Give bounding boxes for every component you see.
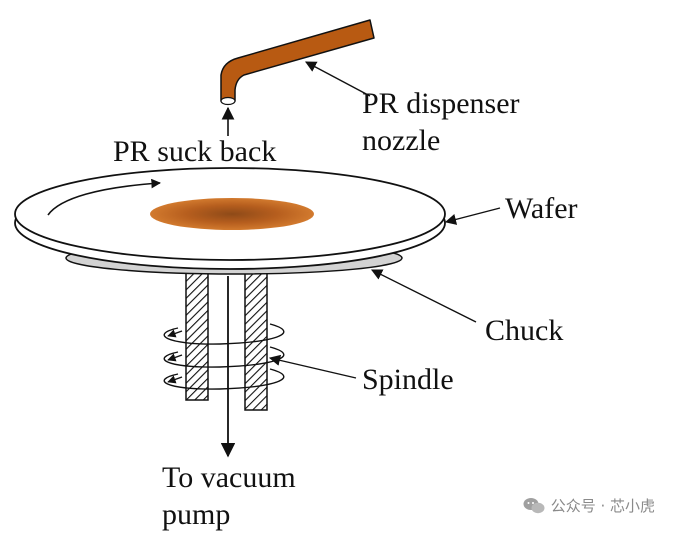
rotation-arrow-2 — [167, 353, 183, 362]
photoresist-puddle — [150, 198, 314, 230]
watermark-text: 公众号 · 芯小虎 — [550, 497, 655, 515]
wechat-icon — [523, 497, 545, 513]
spindle — [163, 271, 285, 411]
vacuum-label-line1: To vacuum — [162, 461, 296, 494]
spindle-rotation-loop-2 — [163, 346, 285, 368]
nozzle-leader — [305, 61, 371, 97]
spindle-rotation-loop-1 — [163, 323, 285, 345]
spindle-rotation-loop-3 — [163, 368, 285, 390]
nozzle-label-line1: PR dispenser — [362, 87, 520, 120]
dispenser-nozzle — [220, 19, 375, 106]
spindle-leader — [268, 354, 357, 379]
rotation-arrow-1 — [167, 329, 183, 338]
spindle-left-wall — [185, 271, 209, 401]
vacuum-label-line2: pump — [162, 498, 230, 531]
nozzle-tube — [220, 19, 375, 102]
wafer-rotation-arrow — [47, 178, 161, 216]
spindle-label: Spindle — [362, 363, 454, 396]
rotation-arrow-3 — [167, 375, 183, 384]
chuck-label: Chuck — [485, 314, 563, 347]
wafer-label: Wafer — [505, 192, 578, 225]
chuck-leader — [370, 269, 477, 323]
watermark: 公众号 · 芯小虎 — [523, 495, 655, 516]
wafer — [14, 167, 446, 270]
suck-back-label: PR suck back — [113, 135, 276, 168]
wafer-leader — [444, 207, 501, 225]
nozzle-label-line2: nozzle — [362, 124, 440, 157]
nozzle-tip — [220, 96, 236, 106]
